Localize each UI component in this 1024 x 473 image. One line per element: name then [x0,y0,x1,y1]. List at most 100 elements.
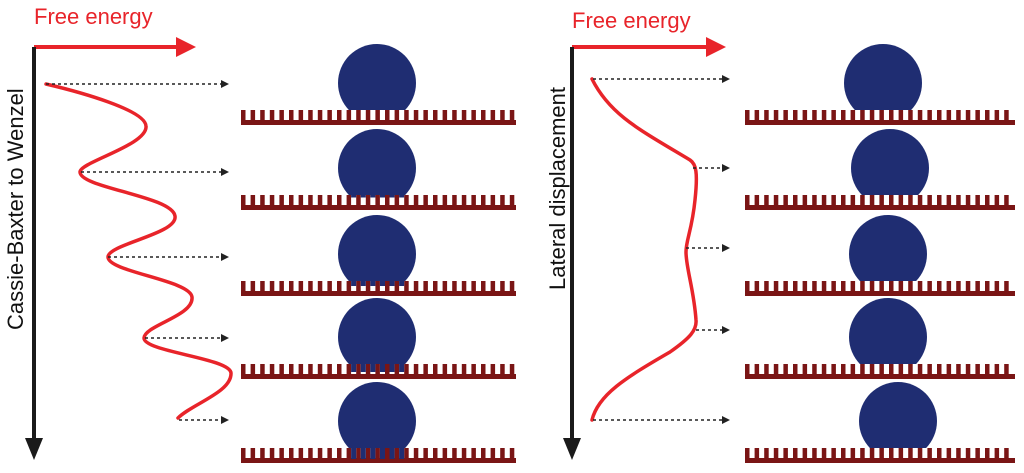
substrate-pillar [375,364,380,375]
substrate-pillar [764,110,769,121]
substrate-pillar [869,281,875,292]
substrate-base [241,120,516,125]
substrate-pillar [841,110,846,121]
substrate-pillar [404,448,409,459]
substrate-pillar [879,110,884,121]
substrate-pillar [394,448,400,459]
substrate-pillar [442,110,448,121]
substrate-pillar [937,448,942,459]
substrate-pillar [269,448,275,459]
left-droplet-states [241,44,516,463]
substrate-pillar [831,110,836,121]
substrate-pillar [745,448,750,459]
substrate-pillar [860,364,865,375]
substrate-pillar [965,281,971,292]
substrate-pillar [773,195,779,206]
droplet-state [241,215,516,296]
substrate-pillar [423,281,428,292]
substrate-pillar [927,195,932,206]
substrate-pillar [289,364,294,375]
left-free-energy-arrowhead [176,37,196,57]
substrate-pillar [869,448,875,459]
substrate-pillar [754,195,760,206]
droplet-penetration [360,281,366,286]
substrate-pillar [793,364,798,375]
substrate-pillar [812,195,817,206]
substrate-pillar [946,110,952,121]
substrate-pillar [994,110,1000,121]
droplet-penetration [360,364,366,372]
substrate-pillar [898,110,904,121]
substrate-pillar [956,195,961,206]
substrate-pillar [279,364,284,375]
substrate-pillar [509,364,515,375]
substrate-pillar [490,448,496,459]
droplet [338,215,416,281]
substrate-pillar [279,281,284,292]
substrate-pillar [985,281,990,292]
substrate-base [241,205,516,210]
substrate-pillar [821,281,827,292]
substrate-pillar [956,281,961,292]
substrate-pillar [298,110,304,121]
substrate-pillar [889,110,894,121]
substrate-pillar [745,110,750,121]
droplet-state [241,382,516,463]
substrate-pillar [413,195,419,206]
substrate-pillar [308,364,313,375]
substrate-pillar [365,110,371,121]
substrate-pillar [908,448,913,459]
substrate-pillar [289,110,294,121]
substrate-pillar [500,364,505,375]
right-droplet-states [745,44,1015,463]
substrate-pillar [754,364,760,375]
substrate-pillar [927,364,932,375]
substrate-pillar [908,364,913,375]
droplet-penetration [351,364,357,372]
substrate-pillar [356,195,361,206]
substrate-pillar [850,281,856,292]
substrate-pillar [860,281,865,292]
substrate-pillar [365,364,371,375]
left-energy-curve [44,82,233,420]
substrate-pillar [500,448,505,459]
droplet-penetration [379,281,385,286]
substrate-pillar [745,364,750,375]
substrate-pillar [471,195,476,206]
substrate-pillar [404,195,409,206]
droplet-penetration [399,364,405,372]
substrate-pillar [956,364,961,375]
droplet-state [745,215,1015,296]
substrate-pillar [413,110,419,121]
substrate-pillar [289,448,294,459]
substrate-pillar [754,448,760,459]
substrate-pillar [821,195,827,206]
substrate-pillar [927,281,932,292]
right-vertical-arrowhead [563,438,581,460]
droplet-penetration [370,195,376,198]
substrate-pillar [250,364,256,375]
substrate-pillar [394,110,400,121]
substrate-pillar [869,110,875,121]
substrate-pillar [908,281,913,292]
substrate-pillar [975,448,980,459]
substrate-pillar [317,364,323,375]
droplet [338,382,416,448]
substrate-pillar [821,364,827,375]
substrate-pillar [442,195,448,206]
droplet-state [745,382,1015,463]
right-energy-curve [590,77,699,422]
substrate-pillar [783,281,788,292]
substrate-pillar [994,364,1000,375]
substrate-pillar [490,364,496,375]
substrate-pillar [452,364,457,375]
substrate-pillar [481,448,486,459]
substrate-pillar [509,281,515,292]
substrate-pillar [1004,364,1009,375]
substrate-pillar [452,281,457,292]
substrate-pillar [946,448,952,459]
droplet [844,44,922,110]
droplet-penetration [351,448,357,459]
substrate-pillar [879,195,884,206]
substrate-base [745,120,1015,125]
